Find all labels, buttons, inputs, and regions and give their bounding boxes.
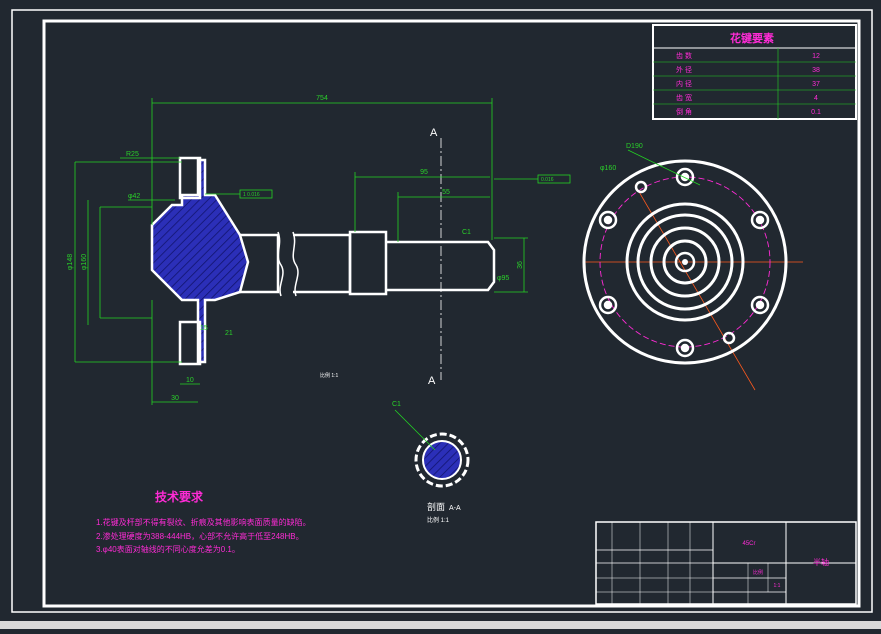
spline-end [386, 240, 496, 292]
tol-box-text: 1 0.016 [243, 192, 260, 198]
flange-outer-circle [582, 159, 788, 365]
flange-lower [178, 320, 202, 366]
shaft-body-mid [293, 233, 352, 294]
spline-row-label: 内 径 [676, 79, 692, 88]
flange-upper [178, 156, 202, 200]
title-block: 45Cr 半轴 比例 1:1 [595, 521, 857, 605]
dim-160: φ160 [81, 254, 88, 270]
tb-scale-value: 1:1 [774, 583, 781, 589]
spline-row-value: 0.1 [811, 109, 821, 116]
section-letter-top: A [430, 127, 438, 139]
break-mark [277, 231, 284, 297]
scale-note: 比例 1:1 [320, 372, 339, 379]
flange-section-hatch [150, 158, 250, 364]
tb-scale-label: 比例 [753, 569, 763, 576]
spline-row-label: 齿 数 [676, 51, 692, 60]
part-name: 半轴 [813, 557, 829, 567]
spline-section: C1 剖面 A-A 比例 1:1 [392, 401, 470, 524]
tech-req-item: 3.φ40表面对轴线的不同心度允差为0.1。 [96, 544, 240, 554]
spline-dim: C1 [392, 401, 401, 408]
section-letter-bottom: A [428, 375, 436, 387]
shaft-body-left [240, 233, 280, 294]
dim-shaft-dia: φ42 [128, 193, 140, 200]
spline-row-label: 外 径 [676, 65, 692, 74]
tech-req-title: 技术要求 [155, 489, 204, 504]
spline-row-value: 38 [812, 67, 820, 74]
inner-frame [42, 19, 861, 608]
spline-table-title: 花键要素 [730, 31, 774, 45]
material: 45Cr [742, 541, 755, 547]
spline-row-label: 齿 宽 [676, 93, 692, 102]
dim-overall-length: 754 [316, 95, 328, 102]
break-mark [292, 231, 299, 297]
flange-side-view: D190 φ160 [582, 143, 803, 391]
dim-angle: R25 [126, 151, 139, 158]
tech-requirements: 技术要求 1.花键及杆部不得有裂纹、折痕及其他影响表面质量的缺陷。 2.渗处理硬… [96, 489, 311, 554]
spline-row-value: 37 [812, 81, 820, 88]
center-line-diag [634, 184, 756, 391]
dim-len-55: 55 [442, 189, 450, 196]
shaft-front-view: A A 754 95 55 φ148 φ160 R25 φ42 1 0.016 … [67, 95, 571, 405]
dim-95: φ95 [497, 275, 509, 282]
outer-frame [11, 9, 873, 613]
dim-10: 10 [186, 377, 194, 384]
bolt-holes [598, 167, 770, 358]
shaft-collar [348, 230, 388, 296]
dim-15: 15 [200, 325, 208, 332]
dim-len-95: 95 [420, 169, 428, 176]
section-scale: 比例 1:1 [427, 516, 450, 524]
dim-flange-dia: φ148 [67, 254, 74, 270]
dim-21: 21 [225, 330, 233, 337]
tech-req-item: 1.花键及杆部不得有裂纹、折痕及其他影响表面质量的缺陷。 [96, 517, 311, 527]
section-letter: A-A [449, 505, 461, 512]
section-title: 剖面 [427, 501, 445, 512]
spline-row-value: 12 [812, 53, 820, 60]
spline-table: 花键要素 齿 数 外 径 内 径 齿 宽 倒 角 12 38 37 4 0.1 [652, 24, 857, 120]
spline-row-value: 4 [814, 95, 818, 102]
dim-side-label: φ160 [600, 165, 616, 172]
tech-req-item: 2.渗处理硬度为388-444HB，心部不允许高于低至248HB。 [96, 531, 304, 541]
dim-chamfer: C1 [462, 229, 471, 236]
tol-box2-text: 0.016 [541, 177, 554, 183]
dim-36: 36 [517, 261, 524, 269]
spline-row-label: 倒 角 [676, 107, 692, 116]
dim-190: D190 [626, 143, 643, 150]
dim-30: 30 [171, 395, 179, 402]
status-bar [0, 621, 881, 629]
